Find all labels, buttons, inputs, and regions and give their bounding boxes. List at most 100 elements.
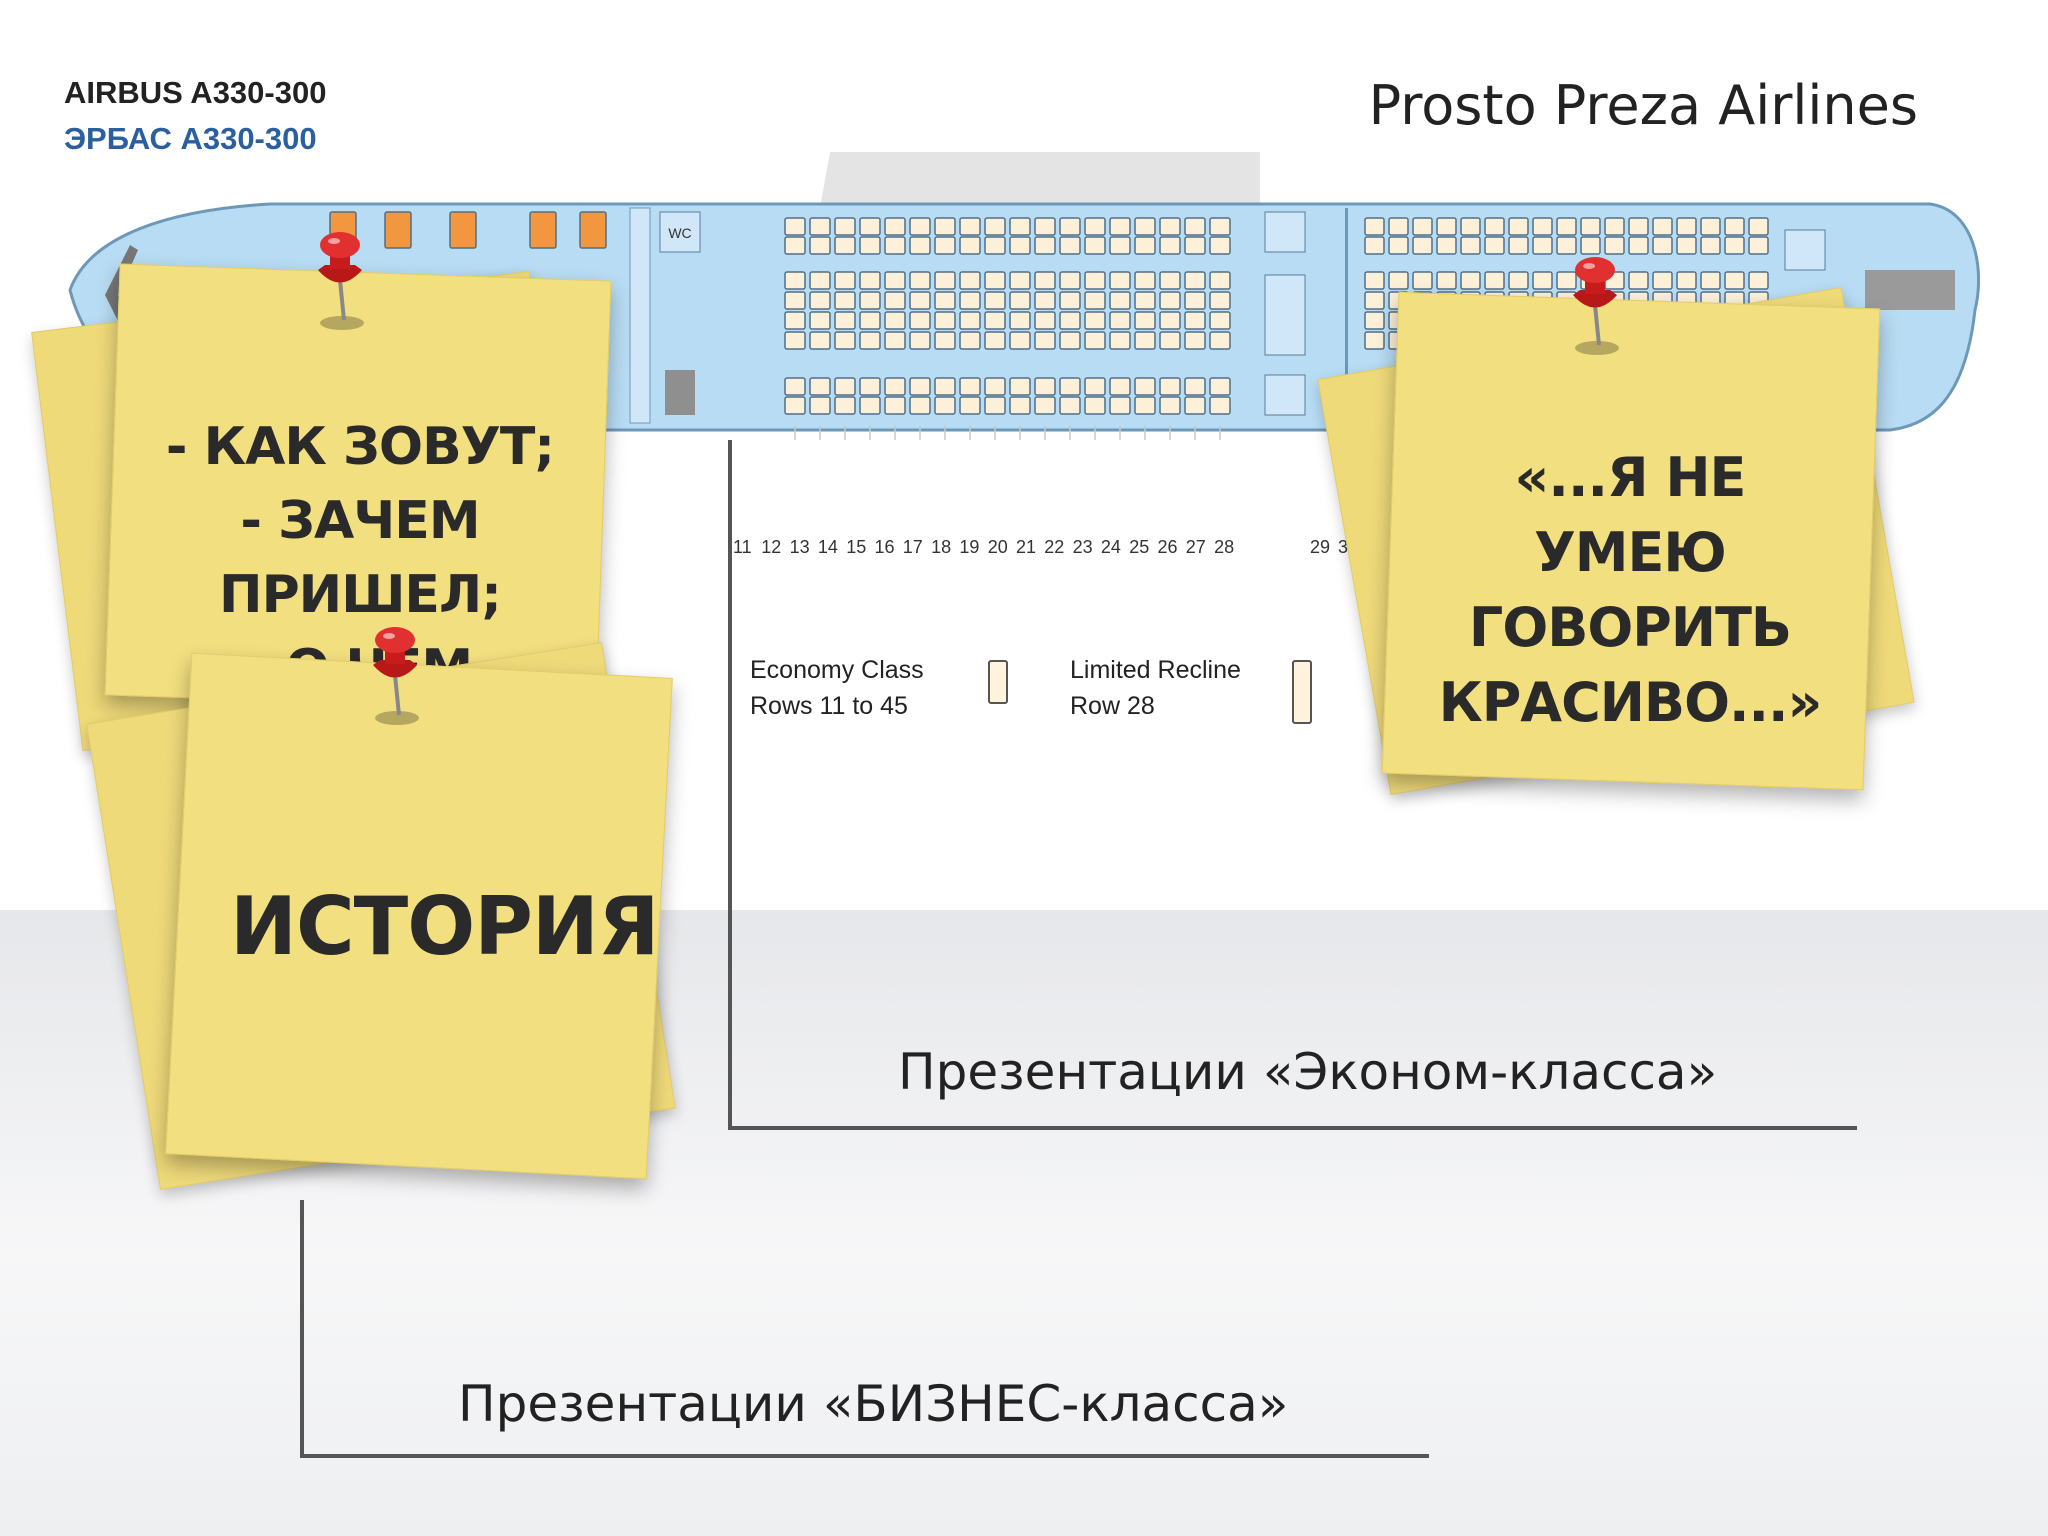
seat (934, 377, 956, 396)
seat (959, 311, 981, 330)
seat (1556, 271, 1577, 290)
seat (959, 377, 981, 396)
seat (1184, 331, 1206, 350)
seat (834, 311, 856, 330)
seat (959, 217, 981, 236)
seat (884, 396, 906, 415)
seat (884, 331, 906, 350)
seat (859, 217, 881, 236)
seat (1134, 377, 1156, 396)
seat (1436, 217, 1457, 236)
wc-mid-top (1264, 211, 1306, 253)
seat (1209, 377, 1231, 396)
seat (859, 271, 881, 290)
seat (1508, 217, 1529, 236)
seat (1604, 217, 1625, 236)
seat (884, 236, 906, 255)
seat (1109, 291, 1131, 310)
seat (1159, 271, 1181, 290)
seat (934, 217, 956, 236)
seat (1460, 236, 1481, 255)
seat (934, 311, 956, 330)
seat (1628, 271, 1649, 290)
seat (809, 291, 831, 310)
seat (1556, 217, 1577, 236)
seat (1484, 217, 1505, 236)
seat (784, 377, 806, 396)
seat (1059, 217, 1081, 236)
seat (1184, 311, 1206, 330)
seat (809, 236, 831, 255)
seat (884, 377, 906, 396)
seat (1034, 331, 1056, 350)
aircraft-model-ru: ЭРБАС А330-300 (64, 121, 317, 156)
row-number: 19 (959, 537, 980, 557)
question-purpose: - ЗАЧЕМ ПРИШЕЛ; (219, 491, 502, 625)
row-number: 17 (902, 537, 923, 557)
seat (834, 217, 856, 236)
seat (809, 331, 831, 350)
seat (959, 236, 981, 255)
legend-economy: Economy Class Rows 11 to 45 (750, 652, 924, 724)
seat (1034, 291, 1056, 310)
seat (1134, 236, 1156, 255)
row-number: 24 (1100, 537, 1121, 557)
legend-limited-recline: Limited Recline Row 28 (1070, 652, 1241, 724)
seat (1084, 331, 1106, 350)
seat (1700, 236, 1721, 255)
seat (1034, 311, 1056, 330)
seat (1059, 311, 1081, 330)
seat (809, 311, 831, 330)
seat (1364, 236, 1385, 255)
seat (1748, 271, 1769, 290)
seat (1748, 236, 1769, 255)
seat (809, 377, 831, 396)
row-number: 14 (817, 537, 838, 557)
seat (1134, 271, 1156, 290)
quote-line-3: КРАСИВО...» (1438, 671, 1823, 734)
seat (1059, 271, 1081, 290)
seat (1009, 377, 1031, 396)
premium-seat (529, 211, 557, 249)
bulkhead-2 (1345, 208, 1348, 423)
row-number: 27 (1185, 537, 1206, 557)
seat (1460, 271, 1481, 290)
seat (1604, 236, 1625, 255)
row-number: 11 (733, 537, 752, 557)
seat (1009, 291, 1031, 310)
premium-seat (449, 211, 477, 249)
seat (909, 331, 931, 350)
seat (934, 271, 956, 290)
legend-limited-recline-rows: Row 28 (1070, 692, 1155, 720)
seat (1059, 331, 1081, 350)
seat (1109, 396, 1131, 415)
seat (1134, 291, 1156, 310)
row-number: 26 (1157, 537, 1178, 557)
seat (1532, 271, 1553, 290)
seat (1364, 271, 1385, 290)
seat (1364, 331, 1385, 350)
seat (909, 396, 931, 415)
seat (1700, 271, 1721, 290)
seat (784, 331, 806, 350)
seat (1084, 396, 1106, 415)
seat (1184, 217, 1206, 236)
seat (1184, 377, 1206, 396)
pushpin-icon (373, 627, 419, 725)
seat (1209, 217, 1231, 236)
seat (1364, 291, 1385, 310)
seat (1508, 271, 1529, 290)
seat (859, 331, 881, 350)
seat (1009, 217, 1031, 236)
seat (784, 396, 806, 415)
seat (959, 291, 981, 310)
seat (1209, 236, 1231, 255)
seat (984, 291, 1006, 310)
seat (909, 311, 931, 330)
seat (1009, 311, 1031, 330)
sticky-note-history-text: ИСТОРИЯ (230, 880, 659, 973)
seat (1159, 217, 1181, 236)
seat (1580, 217, 1601, 236)
row-number: 13 (789, 537, 810, 557)
seat (1209, 271, 1231, 290)
